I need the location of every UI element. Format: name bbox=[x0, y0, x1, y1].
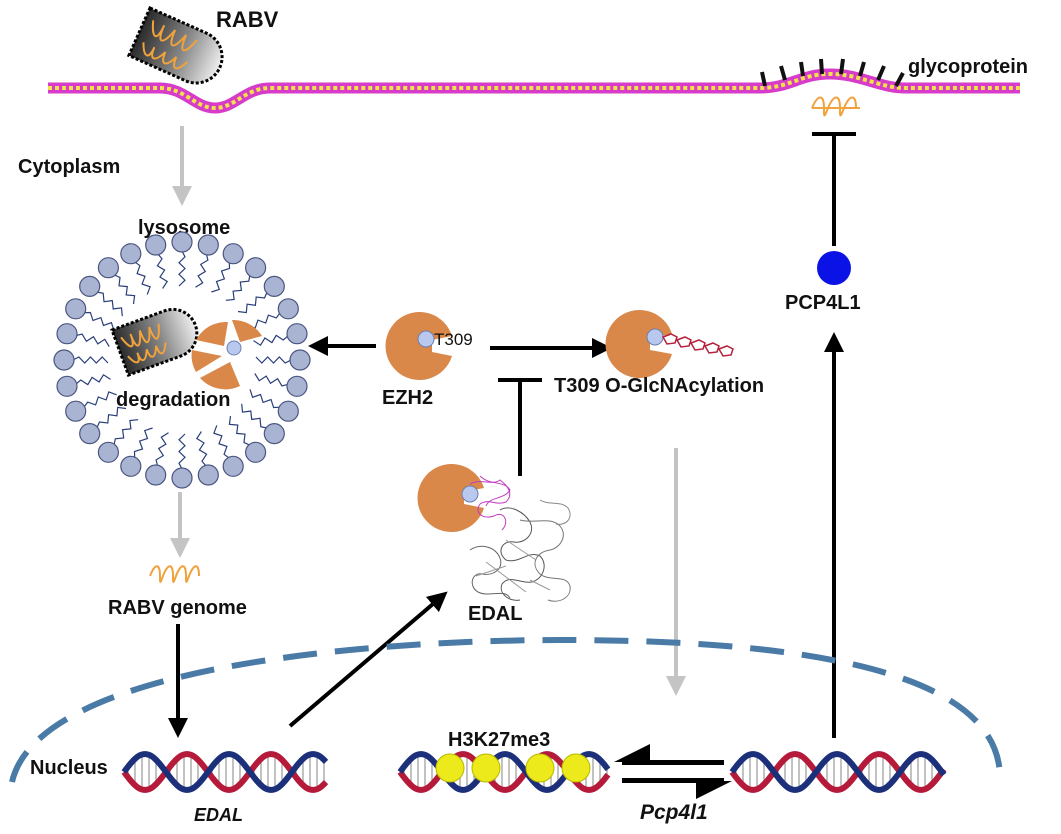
lipid-tail bbox=[228, 415, 251, 446]
lipid-head bbox=[53, 349, 75, 371]
lipid-tail bbox=[134, 261, 151, 295]
lipid-head bbox=[263, 423, 285, 445]
pcp4l1-gene-dna-icon bbox=[729, 751, 947, 793]
lipid-head bbox=[120, 243, 142, 265]
lipid-tail bbox=[155, 432, 169, 467]
edal-rna-structure-icon bbox=[469, 475, 571, 602]
pcp4l1-label: PCP4L1 bbox=[785, 292, 861, 314]
lipid-head bbox=[171, 467, 193, 489]
lipid-tail bbox=[249, 389, 281, 409]
lipid-tail bbox=[96, 291, 123, 317]
lipid-head bbox=[289, 349, 311, 371]
lipid-tail bbox=[237, 291, 268, 314]
dna-strand bbox=[121, 751, 329, 793]
ezh2-edal-complex-icon bbox=[417, 464, 484, 532]
edal-transcription-arrow bbox=[288, 591, 448, 728]
lipid-head bbox=[79, 275, 101, 297]
lipid-head bbox=[97, 441, 120, 463]
lipid-tail bbox=[178, 433, 186, 470]
nucleus-label: Nucleus bbox=[30, 757, 108, 779]
lipid-head bbox=[56, 375, 78, 397]
lipid-tail bbox=[247, 312, 281, 329]
lipid-tail bbox=[113, 274, 136, 305]
pcp4l1-protein-icon bbox=[817, 251, 851, 285]
histone-marks bbox=[435, 753, 591, 783]
pcp4l1-gene-label: Pcp4l1 bbox=[640, 801, 708, 824]
rabv-label: RABV bbox=[216, 7, 279, 32]
lipid-tail bbox=[113, 419, 139, 446]
ezh2-label: EZH2 bbox=[382, 387, 433, 409]
h3k27me3-label: H3K27me3 bbox=[448, 729, 550, 751]
lysosome-label: lysosome bbox=[138, 217, 230, 239]
ezh2-glcnac-enzyme-icon bbox=[605, 309, 672, 378]
rabv-genome-icon bbox=[149, 565, 200, 583]
lipid-head bbox=[65, 400, 87, 422]
lipid-tail bbox=[213, 425, 230, 459]
nuclear-envelope bbox=[9, 636, 1003, 783]
lipid-head bbox=[263, 275, 285, 297]
lipid-tail bbox=[253, 334, 289, 347]
lysosome-lipid-bilayer bbox=[53, 231, 311, 489]
rabv-virion-degraded-icon bbox=[110, 307, 199, 378]
lipid-head bbox=[79, 423, 101, 445]
cytoplasm-label: Cytoplasm bbox=[18, 156, 120, 178]
glycoprotein-spikes bbox=[760, 58, 905, 87]
lipid-tail bbox=[211, 261, 231, 293]
edal-rna-label: EDAL bbox=[468, 603, 522, 625]
glycoprotein-label: glycoprotein bbox=[908, 56, 1028, 78]
degradation-label: degradation bbox=[116, 389, 230, 411]
lipid-head bbox=[120, 455, 142, 477]
lipid-tail bbox=[195, 431, 208, 467]
rabv-genome-coil-membrane-icon bbox=[811, 96, 860, 117]
t309-site-label: T309 bbox=[434, 330, 473, 349]
dna-strand bbox=[729, 751, 947, 793]
equilibrium-arrows bbox=[614, 744, 732, 799]
glcnac-chain-icon bbox=[661, 333, 734, 357]
lipid-tail bbox=[195, 253, 209, 288]
lipid-tail bbox=[75, 373, 111, 386]
lipid-tail bbox=[156, 253, 169, 289]
lipid-head bbox=[222, 455, 244, 477]
lipid-head bbox=[145, 464, 167, 486]
t309-glcnac-label: T309 O-GlcNAcylation bbox=[554, 375, 764, 397]
lipid-head bbox=[197, 234, 219, 256]
lipid-head bbox=[145, 234, 167, 256]
plasma-membrane bbox=[48, 68, 1020, 114]
lipid-tail bbox=[225, 274, 251, 301]
ezh2-enzyme-icon bbox=[385, 312, 452, 381]
rabv-virion-icon bbox=[126, 6, 224, 85]
lipid-head bbox=[97, 257, 120, 279]
lipid-head bbox=[197, 464, 219, 486]
lipid-tail bbox=[255, 356, 292, 364]
lipid-tail bbox=[133, 427, 153, 459]
lipid-head bbox=[222, 243, 244, 265]
lipid-tail bbox=[96, 406, 127, 429]
lipid-head bbox=[245, 441, 267, 463]
lipid-head bbox=[286, 323, 308, 345]
lipid-head bbox=[65, 298, 87, 320]
rabv-genome-label: RABV genome bbox=[108, 597, 247, 619]
edal-inhibition-bar bbox=[498, 378, 542, 476]
lipid-tail bbox=[254, 373, 289, 387]
lipid-tail bbox=[83, 311, 115, 331]
pcp4l1-inhibition-bar bbox=[812, 132, 856, 246]
lipid-head bbox=[277, 298, 299, 320]
edal-gene-label: EDAL bbox=[194, 805, 243, 825]
dna-strand bbox=[729, 751, 947, 793]
lipid-head bbox=[286, 375, 308, 397]
ezh2-fragmented-icon bbox=[191, 319, 262, 390]
lipid-head bbox=[171, 231, 193, 253]
edal-gene-dna-icon bbox=[121, 751, 329, 793]
lipid-tail bbox=[72, 356, 109, 364]
lipid-head bbox=[277, 400, 299, 422]
lipid-head bbox=[245, 257, 267, 279]
lipid-tail bbox=[178, 250, 186, 287]
lipid-head bbox=[56, 323, 78, 345]
lipid-tail bbox=[75, 333, 110, 347]
lipid-tail bbox=[241, 403, 268, 429]
lipid-tail bbox=[83, 391, 117, 408]
